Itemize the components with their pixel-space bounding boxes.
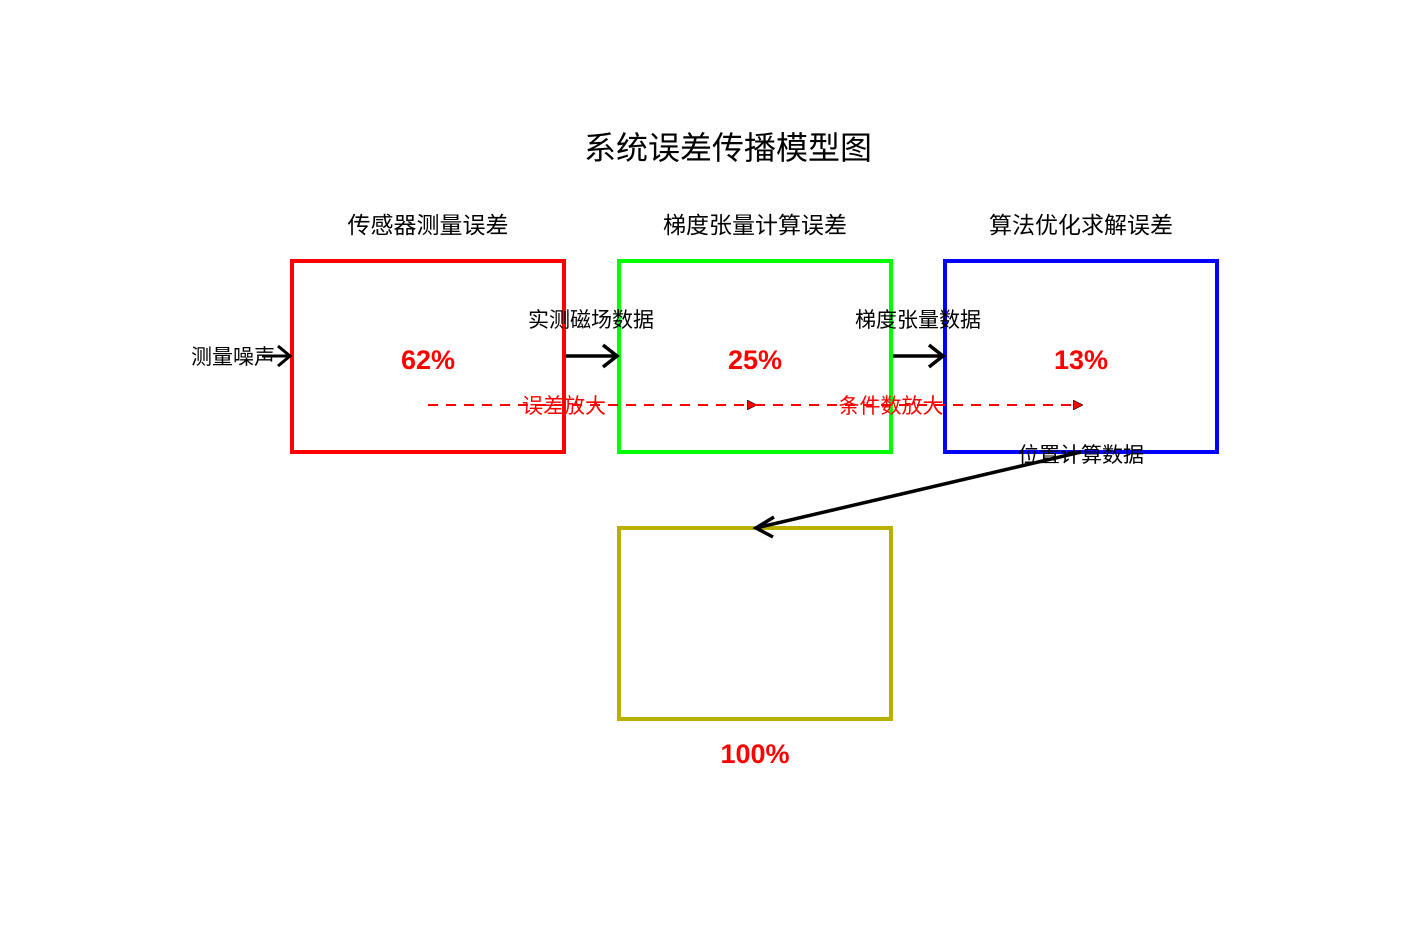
flow-label-position-data: 位置计算数据 <box>1018 443 1144 467</box>
stage-title-algorithm: 算法优化求解误差 <box>989 213 1173 239</box>
total-error-box <box>617 526 893 721</box>
flow-label-gradient-tensor-data: 梯度张量数据 <box>855 308 981 332</box>
amplification-label-condition-number: 条件数放大 <box>839 394 944 418</box>
flow-label-measurement-noise: 测量噪声 <box>191 345 275 369</box>
total-percent: 100% <box>720 739 789 769</box>
stage-title-sensor: 传感器测量误差 <box>348 213 509 239</box>
flow-arrow-sensor-to-gradient <box>566 343 620 369</box>
amplification-label-error: 误差放大 <box>522 394 606 418</box>
flow-arrow-algorithm-to-total <box>752 450 1082 539</box>
diagram-title: 系统误差传播模型图 <box>584 129 872 167</box>
stage-percent-gradient: 25% <box>728 345 782 375</box>
stage-percent-algorithm: 13% <box>1054 345 1108 375</box>
stage-percent-sensor: 62% <box>401 345 455 375</box>
flow-label-measured-field-data: 实测磁场数据 <box>528 308 654 332</box>
flow-arrow-gradient-to-algorithm <box>893 343 946 369</box>
stage-title-gradient: 梯度张量计算误差 <box>663 213 847 239</box>
flow-arrow-input <box>262 344 293 368</box>
stage-box-sensor <box>290 259 566 454</box>
